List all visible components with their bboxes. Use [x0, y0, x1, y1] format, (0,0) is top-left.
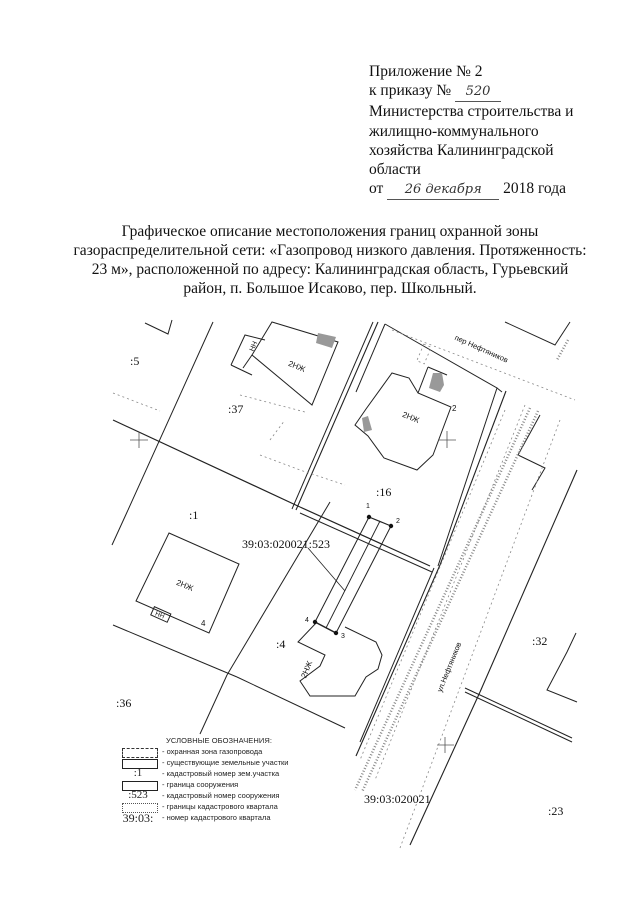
parcel-label: :23 — [548, 804, 564, 818]
floor-mark: 4 — [201, 619, 206, 628]
legend-item: - охранная зона газопровода — [118, 747, 348, 758]
legend-title: УСЛОВНЫЕ ОБОЗНАЧЕНИЯ: — [166, 736, 273, 745]
point-label: 2 — [396, 518, 400, 525]
point-label: 4 — [305, 617, 309, 624]
dotted-box-icon — [122, 803, 158, 813]
parcel-label: :1 — [189, 508, 199, 522]
legend-item: 39:03: - номер кадастрового квартала — [122, 811, 271, 825]
parcel-label: :5 — [130, 354, 140, 368]
point-label: 1 — [366, 503, 370, 510]
legend-item: - существующие земельные участки — [118, 758, 348, 769]
ministry-line-4: области — [369, 161, 421, 179]
legend-item: - граница сооружения — [118, 780, 348, 791]
quarter-cadastral-label: 39:03:020021 — [364, 792, 431, 806]
floor-mark: 2 — [452, 404, 457, 413]
ministry-line-2: жилищно-коммунального — [369, 122, 539, 140]
parcel-label: :16 — [376, 485, 392, 499]
order-line: к приказу № 520 — [369, 81, 573, 103]
structure-cadastral-label: 39:03:020021:523 — [242, 537, 331, 551]
dashed-box-icon — [122, 748, 158, 758]
cadastral-map — [111, 319, 578, 849]
legend-item: :1 - кадастровый номер зем.участка — [133, 767, 280, 779]
appendix-header: Приложение № 2 к приказу № 520 Министерс… — [369, 62, 574, 201]
parcel-label: :37 — [228, 402, 244, 416]
date-handwritten: 26 декабря — [387, 180, 500, 201]
date-line: от 26 декабря 2018 года — [369, 179, 573, 201]
legend-item: :523 - кадастровый номер сооружения — [128, 789, 280, 801]
parcel-label: :32 — [532, 634, 548, 648]
parcel-label: :36 — [116, 696, 132, 710]
point-label: 3 — [341, 633, 345, 640]
appendix-number: Приложение № 2 — [369, 63, 483, 80]
document-title: Графическое описание местоположения гран… — [73, 223, 587, 297]
legend-item: - границы кадастрового квартала — [118, 802, 348, 813]
ministry-line-1: Министерства строительства и — [369, 103, 574, 121]
solid-box-icon — [122, 759, 158, 769]
solid-box-icon — [122, 781, 158, 791]
order-number-handwritten: 520 — [455, 82, 502, 103]
parcel-label: :4 — [276, 637, 286, 651]
ministry-line-3: хозяйства Калининградской — [369, 141, 554, 159]
